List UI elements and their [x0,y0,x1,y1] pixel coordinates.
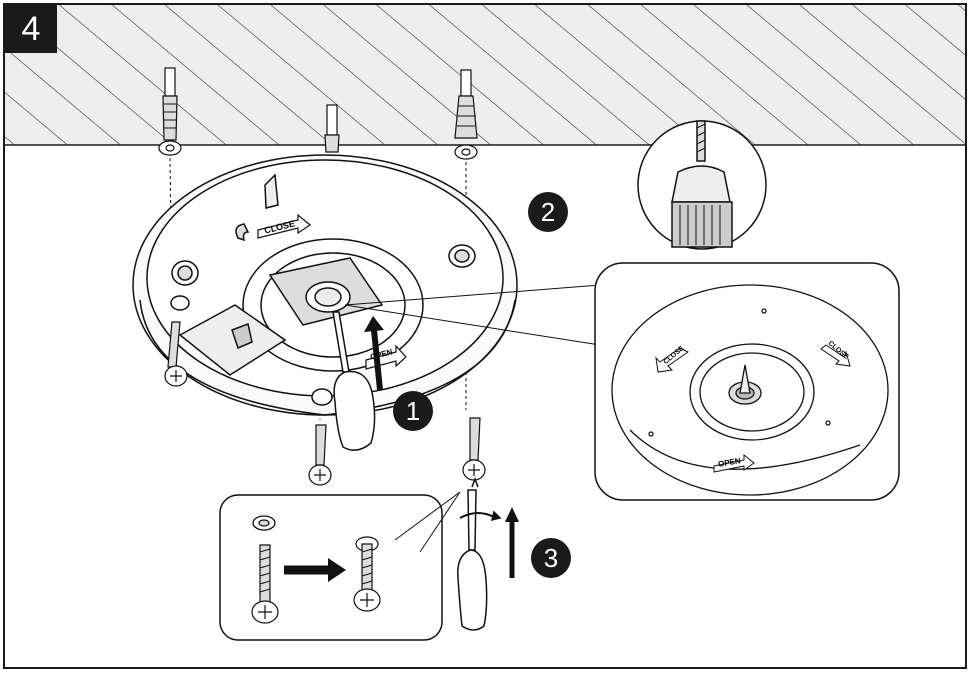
step-number-box [5,5,57,53]
callout-lines [344,284,601,346]
step-number: 4 [21,10,41,48]
arrow-icon [505,507,519,578]
detail-plate [611,284,889,496]
arrow-icon [284,558,346,582]
callout-number-1: 1 [393,391,433,431]
wall-anchor-icon [454,69,478,160]
screw-icon [164,321,188,387]
detail-open-arrow [713,453,755,473]
screw-icon [462,417,486,481]
detail-close-arrow-2 [820,344,851,367]
screw-icon [308,424,332,486]
screw-icon [251,544,279,624]
screw-with-washer-icon [353,536,381,612]
washer-icon [252,515,276,531]
screwdriver-icon [457,476,502,631]
detail-close-arrow [655,347,689,373]
screwdriver-icon [332,311,376,451]
drill-icon [637,120,767,250]
arrow-icon [364,316,384,391]
mounting-base-plate [132,154,518,416]
close-arrow-mark [257,213,312,239]
wall-anchor-icon [158,67,182,156]
callout-number-3: 3 [531,538,571,578]
wall-anchor-icon [324,104,340,153]
inset-callout-lines [394,491,461,553]
callout-number-2: 2 [528,192,568,232]
ceiling-hatch [5,5,965,145]
